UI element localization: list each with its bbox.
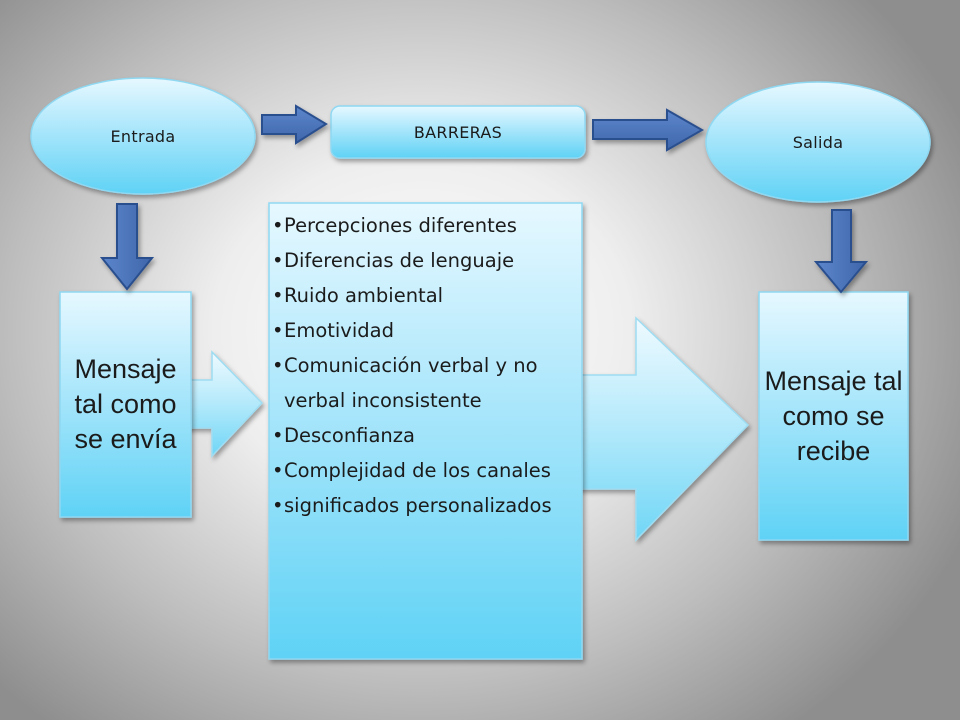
mensaje-envia-box: [59, 291, 192, 518]
barreras-box: [330, 105, 586, 159]
barrier-item: Ruido ambiental: [272, 278, 576, 313]
salida-oval: [705, 81, 931, 203]
big-flow-arrow: [559, 316, 750, 542]
barrier-item: Percepciones diferentes: [272, 208, 576, 243]
arrow-barreras-to-salida: [592, 108, 705, 152]
entrada-oval: [30, 77, 256, 195]
barrier-item: Emotividad: [272, 313, 576, 348]
arrow-entrada-to-barreras: [261, 104, 328, 145]
barrier-item: Complejidad de los canales: [272, 453, 576, 488]
barrier-item: Comunicación verbal y no verbal inconsis…: [272, 348, 576, 418]
arrow-salida-down: [813, 209, 869, 294]
barrier-item: significados personalizados: [272, 488, 576, 523]
barrier-item: Desconfianza: [272, 418, 576, 453]
barrier-item: Diferencias de lenguaje: [272, 243, 576, 278]
arrow-entrada-down: [99, 203, 155, 291]
barriers-list: Percepciones diferentes Diferencias de l…: [272, 208, 576, 654]
mensaje-recibe-box: [758, 291, 909, 541]
send-flow-arrow: [181, 350, 264, 458]
